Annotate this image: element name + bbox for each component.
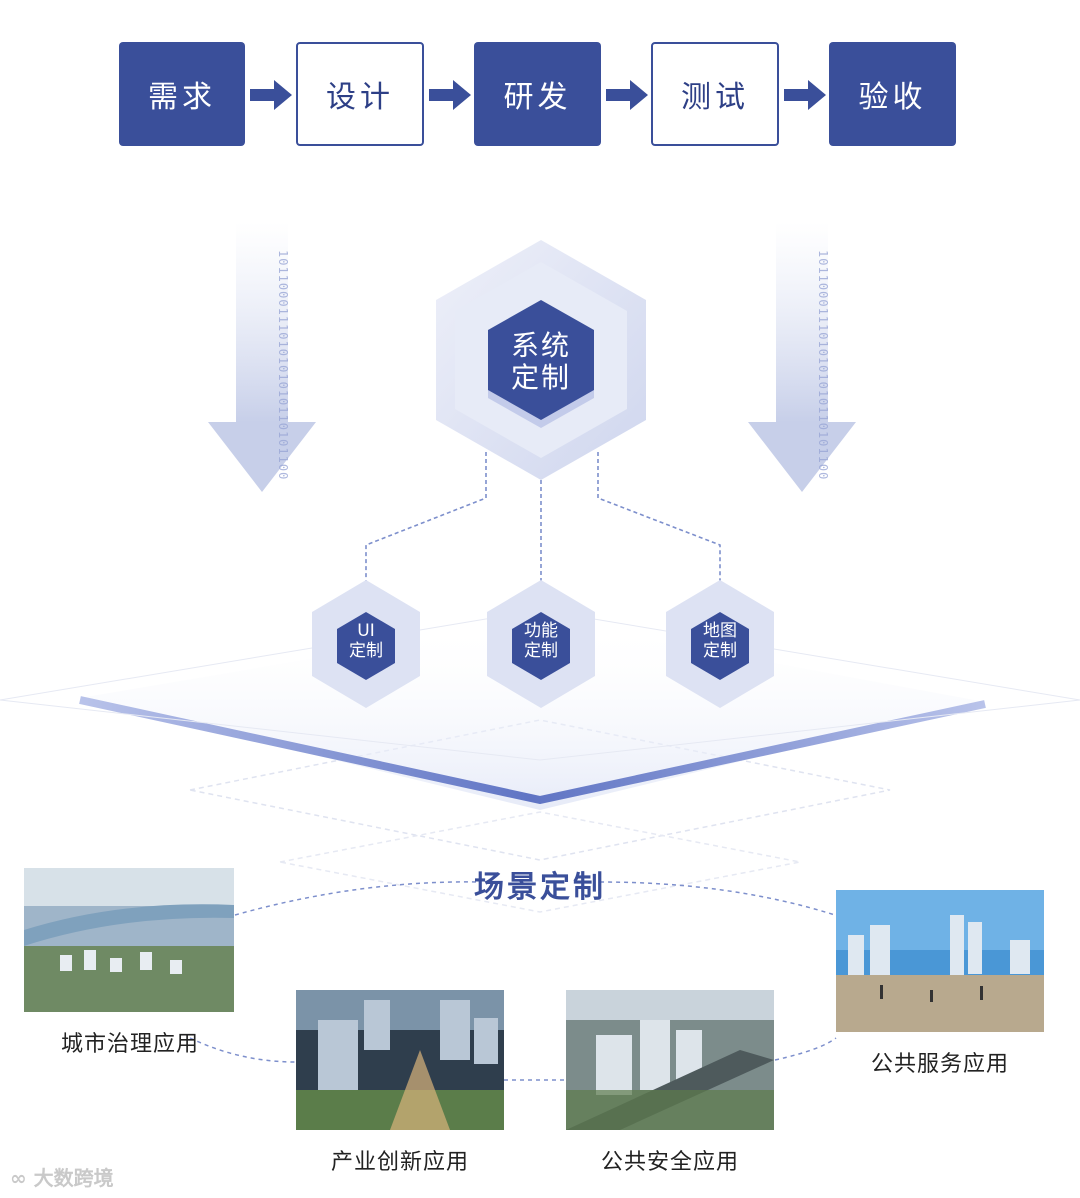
scene-label-public-service: 公共服务应用	[850, 1046, 1030, 1078]
module-label-line2: 定制	[690, 642, 750, 662]
module-label-map: 地图 定制	[690, 622, 750, 661]
scene-layer-title: 场景定制	[440, 862, 640, 906]
binary-text-right: 1011000111010101010110101100	[772, 250, 830, 490]
scene-photo-industrial-innovation	[296, 990, 504, 1130]
module-label-line1: 地图	[690, 622, 750, 642]
scene-label-city-governance: 城市治理应用	[40, 1026, 220, 1058]
watermark-logo: ∞ 大数跨境	[10, 1162, 114, 1191]
scene-label-industrial-innovation: 产业创新应用	[310, 1144, 490, 1176]
module-label-line1: UI	[336, 622, 396, 642]
core-label: 系统 定制	[491, 330, 591, 394]
scene-photo-public-service	[836, 890, 1044, 1032]
scene-label-public-safety: 公共安全应用	[580, 1144, 760, 1176]
binary-text-left: 1011000111010101010110101100	[232, 250, 290, 490]
scene-photo-city-governance	[24, 868, 234, 1012]
watermark-icon: ∞	[10, 1166, 27, 1190]
module-label-line1: 功能	[511, 622, 571, 642]
core-label-line1: 系统	[491, 330, 591, 362]
module-label-line2: 定制	[336, 642, 396, 662]
watermark-text: 大数跨境	[34, 1166, 114, 1190]
core-label-line2: 定制	[491, 362, 591, 394]
scene-photo-public-safety	[566, 990, 774, 1130]
module-label-function: 功能 定制	[511, 622, 571, 661]
module-label-ui: UI 定制	[336, 622, 396, 661]
module-label-line2: 定制	[511, 642, 571, 662]
